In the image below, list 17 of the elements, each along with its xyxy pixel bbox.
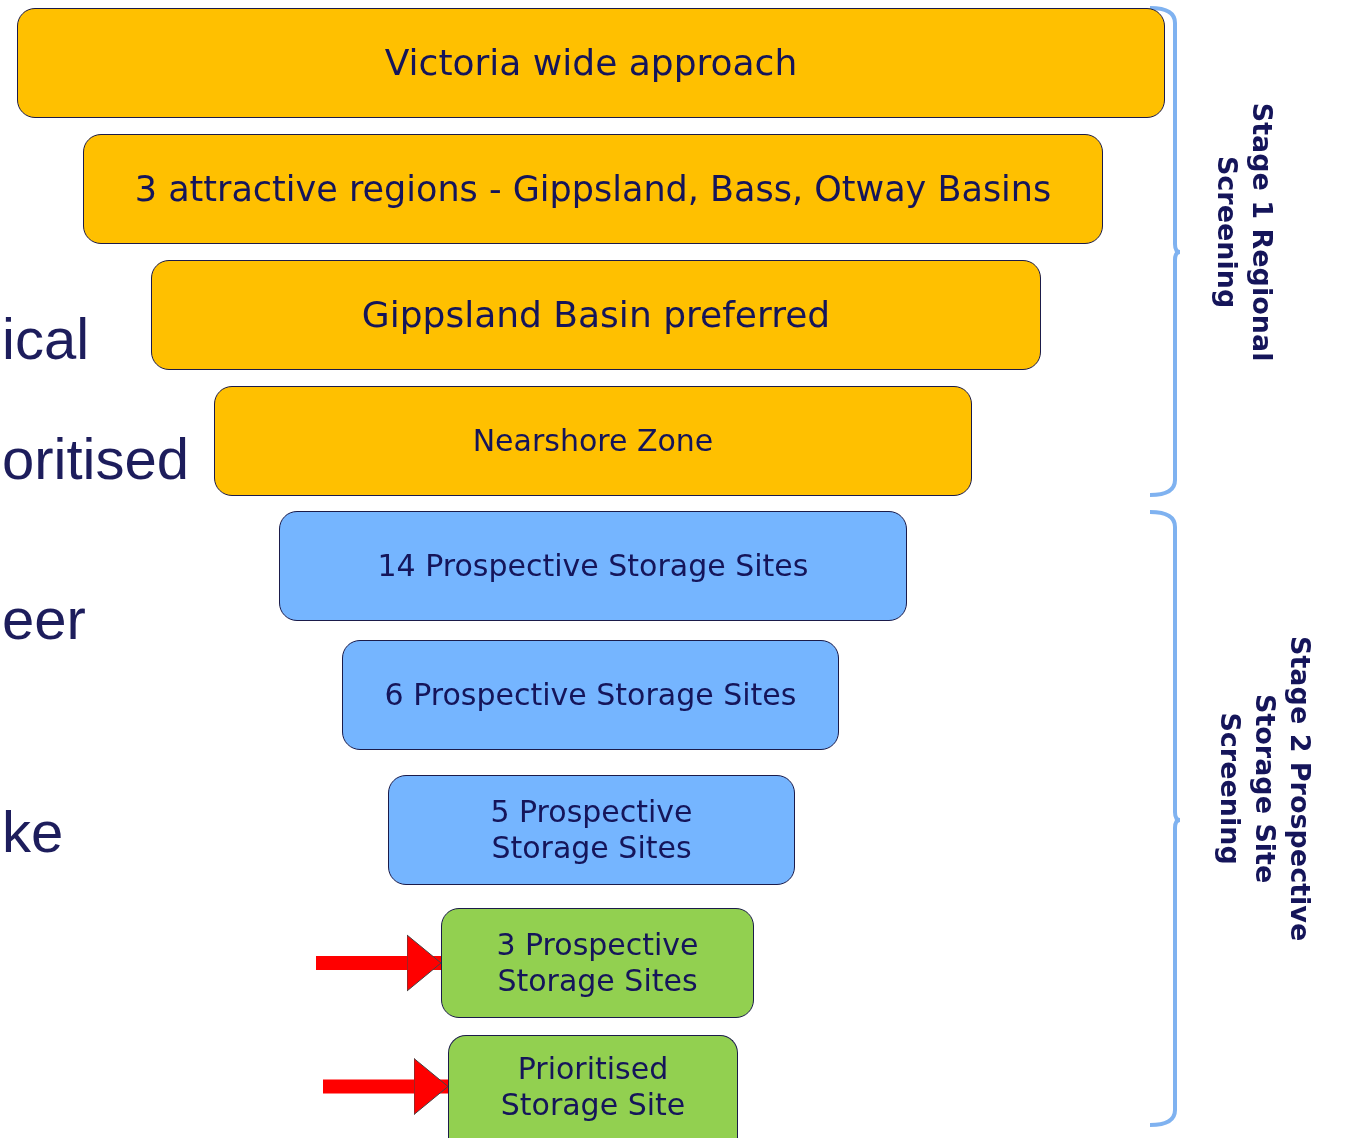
- funnel-stage-box: Nearshore Zone: [214, 386, 972, 496]
- cropped-text: eer: [2, 585, 86, 652]
- stage-label: Stage 2 Prospective Storage Site Screening: [1213, 634, 1317, 943]
- funnel-stage-box: 6 Prospective Storage Sites: [342, 640, 839, 750]
- cropped-text: oritised: [2, 425, 189, 492]
- funnel-stage-box: 3 attractive regions - Gippsland, Bass, Otway Basins: [83, 134, 1103, 244]
- funnel-stage-box: Prioritised Storage Site: [448, 1035, 738, 1138]
- funnel-stage-box: 3 Prospective Storage Sites: [441, 908, 754, 1018]
- funnel-stage-box: Gippsland Basin preferred: [151, 260, 1041, 370]
- arrow: [316, 934, 442, 992]
- arrow: [323, 1058, 449, 1115]
- cropped-text: ke: [2, 798, 64, 865]
- funnel-stage-box: 5 Prospective Storage Sites: [388, 775, 795, 885]
- funnel-stage-box: Victoria wide approach: [17, 8, 1165, 118]
- cropped-text: ical: [2, 305, 90, 372]
- funnel-stage-box: 14 Prospective Storage Sites: [279, 511, 907, 621]
- stage-label: Stage 1 Regional Screening: [1211, 101, 1280, 364]
